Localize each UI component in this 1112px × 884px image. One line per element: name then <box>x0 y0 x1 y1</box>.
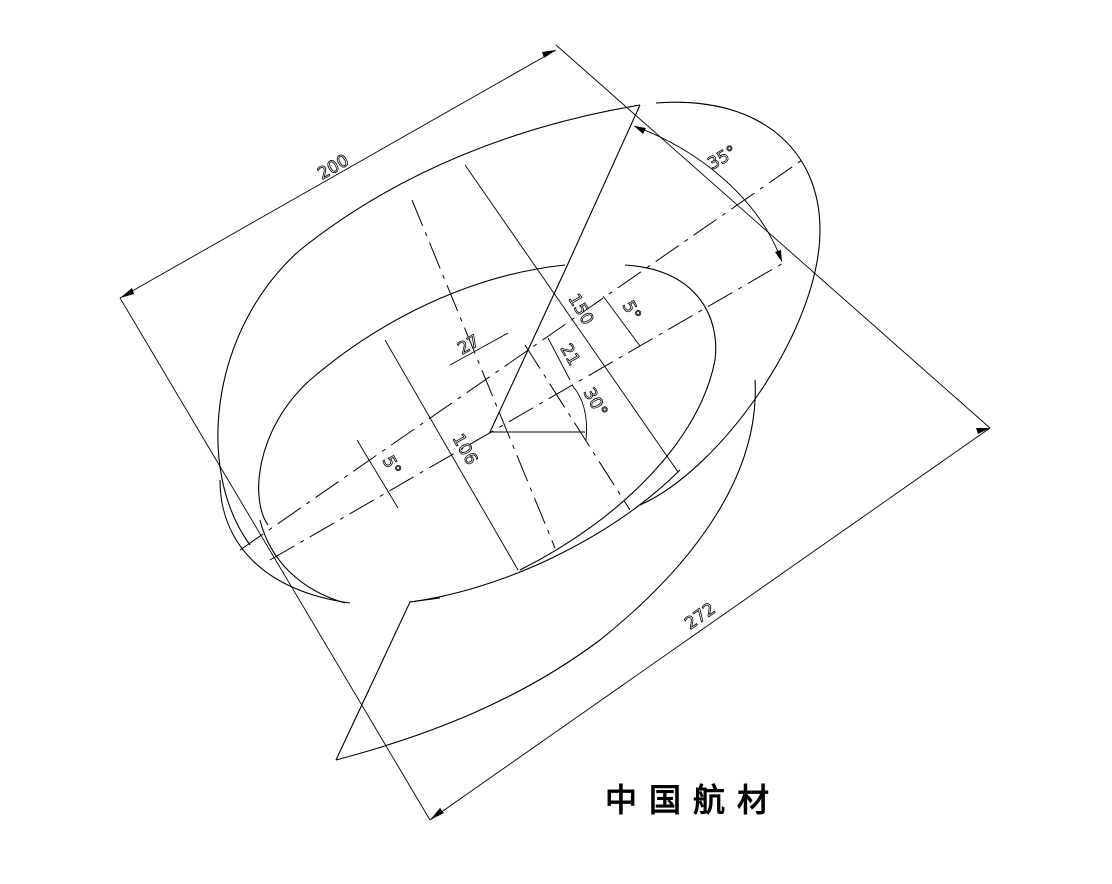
outer-right-lobe <box>639 101 821 506</box>
dim-272-line <box>429 427 991 821</box>
dim-272-label: 272 <box>681 599 719 634</box>
dim-21-line <box>547 337 571 381</box>
dim-5-upper-label: 5° <box>618 298 645 325</box>
company-name: 中国航材 <box>605 781 782 819</box>
outer-ellipse-arc <box>217 104 641 546</box>
dim-200-ext-right <box>555 44 991 429</box>
left-swoosh-inner <box>259 519 346 604</box>
dim-106-line <box>384 339 519 571</box>
centerline-lower <box>269 261 786 561</box>
inner-ellipse-upper <box>258 264 566 526</box>
inner-ellipse-right <box>519 264 717 571</box>
arrowhead <box>775 250 782 262</box>
dim-150-line <box>464 164 679 473</box>
dim-27-line <box>449 332 509 366</box>
arrowhead <box>542 50 556 58</box>
centerline-vert-2 <box>524 344 631 511</box>
dim-5-lower-line <box>356 439 399 509</box>
arrowhead <box>120 288 134 298</box>
arrowhead <box>430 808 444 820</box>
dim-5-upper-line <box>602 295 641 347</box>
dim-21-label: 21 <box>556 341 584 370</box>
arrowhead <box>976 428 990 434</box>
centerline-vert-1 <box>411 199 556 549</box>
lower-wing-edge <box>409 469 681 603</box>
dim-200-label: 200 <box>315 151 353 185</box>
dim-106-label: 106 <box>448 431 482 469</box>
lower-wing <box>335 597 441 761</box>
dim-30-arc <box>571 384 587 441</box>
centerline-upper <box>239 157 806 551</box>
dim-30-label: 30° <box>579 385 611 421</box>
dim-150-label: 150 <box>564 291 598 329</box>
dim-35-label: 35° <box>705 142 741 174</box>
dim-27-label: 27 <box>455 331 484 359</box>
arrowhead <box>634 126 646 134</box>
dim-35-arc <box>633 125 783 263</box>
dim-200-line <box>119 49 557 299</box>
outer-lower-sweep <box>335 379 756 761</box>
dim-200-ext-left <box>119 297 431 821</box>
dim-5-lower-label: 5° <box>378 453 405 480</box>
upper-wing <box>489 104 641 433</box>
left-swoosh <box>219 479 351 604</box>
